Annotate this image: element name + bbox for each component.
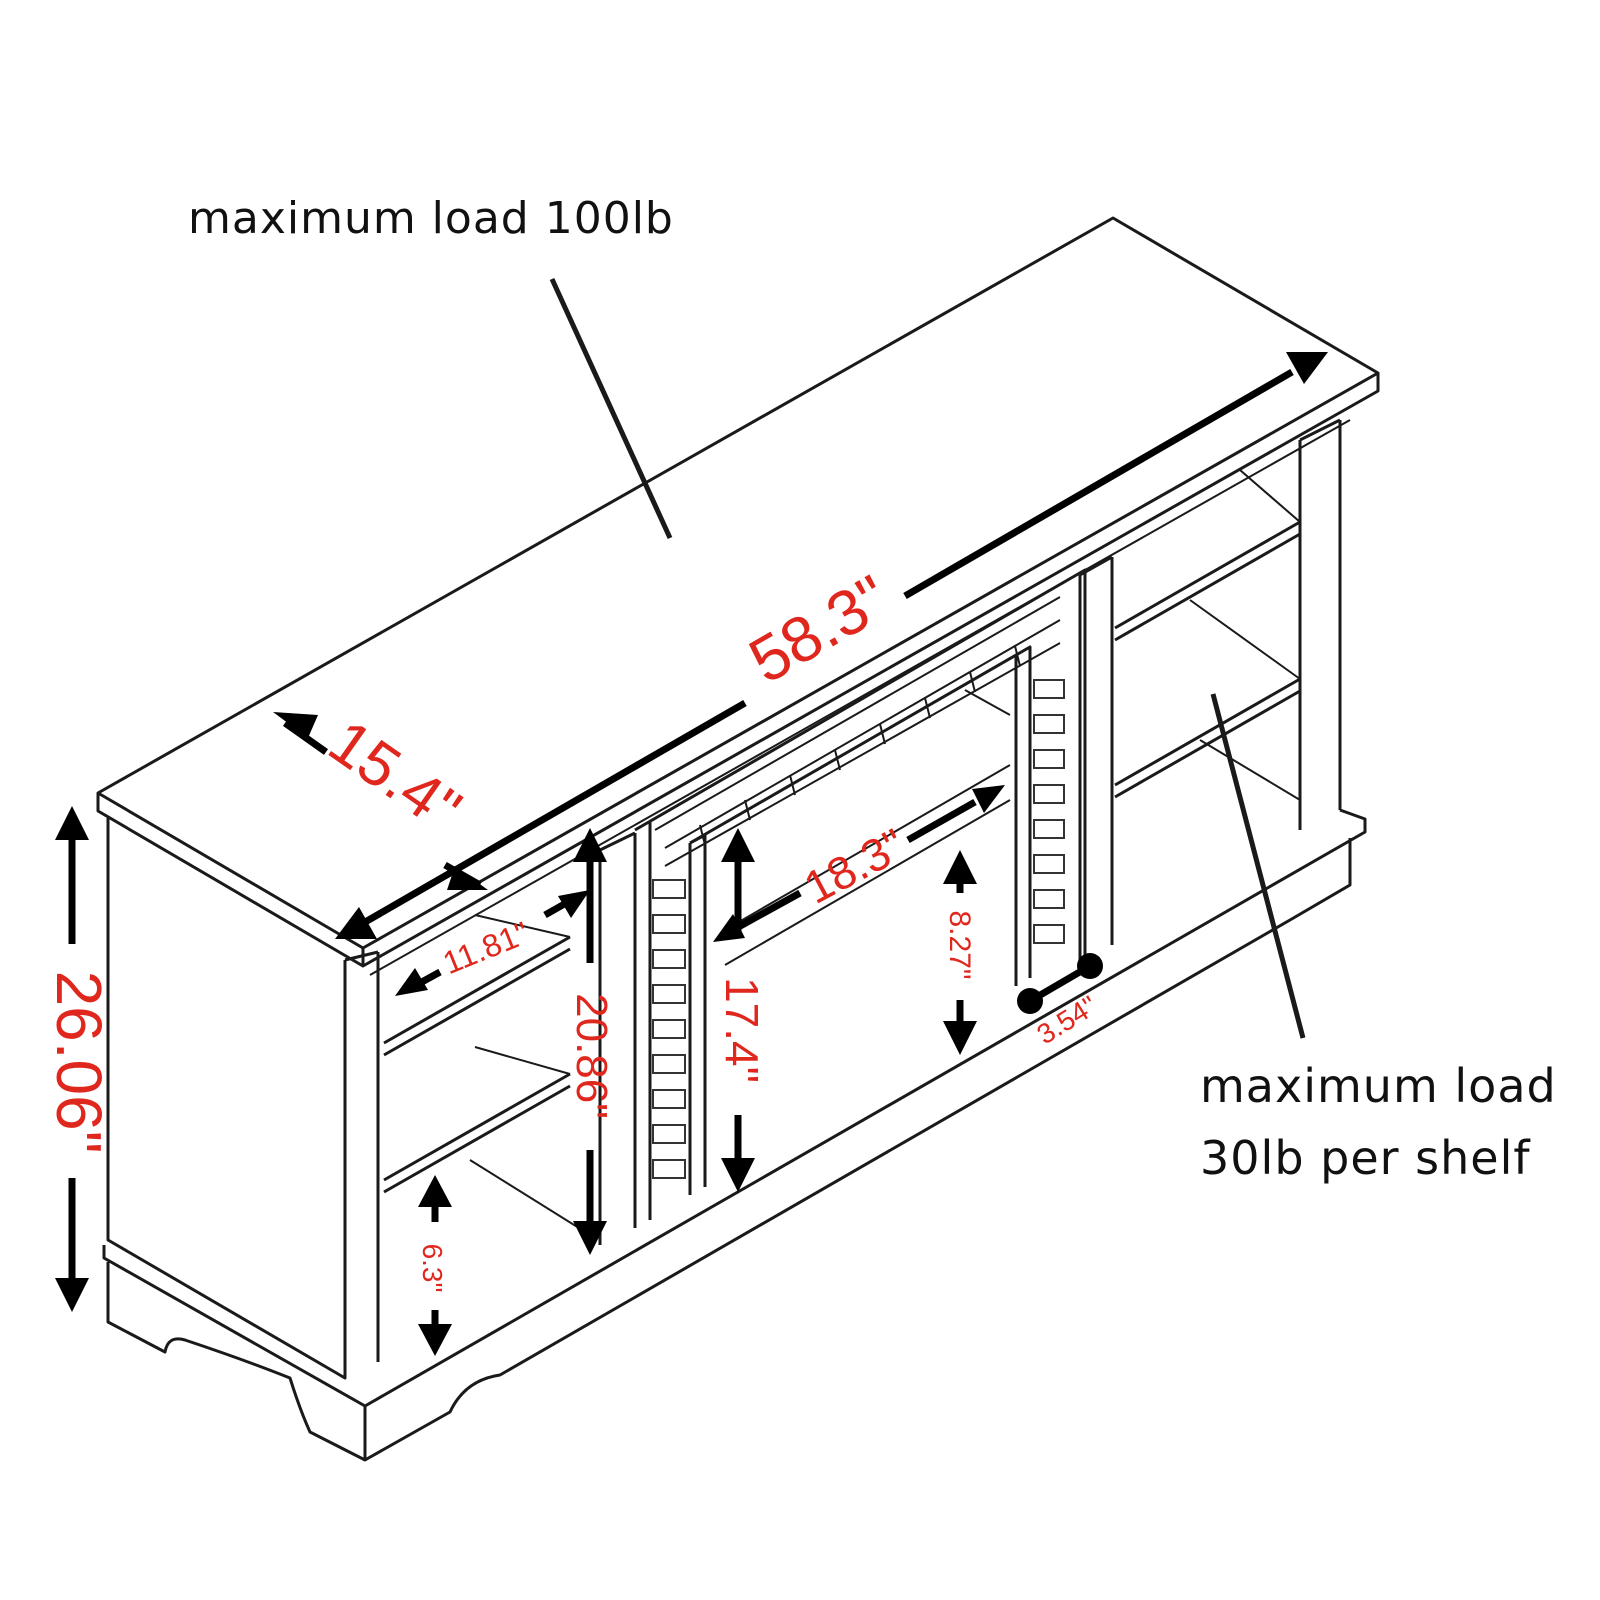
top-brick-band: [654, 596, 1061, 867]
height-arrow: [55, 806, 89, 1312]
top-edge-side: [96, 793, 364, 968]
depth-label: 15.4": [317, 707, 473, 845]
left-brick-column: [652, 879, 686, 1179]
left-shelf-top-side: [474, 914, 571, 1075]
fireplace-opening: [688, 645, 1032, 1195]
total-height-label: 26.06": [43, 971, 115, 1154]
fireplace-width-arrow: [713, 785, 1005, 942]
base-top: [102, 808, 1367, 1408]
fireplace-surround: [634, 568, 1087, 1220]
fireplace-inner-back: [724, 689, 1011, 966]
top-load-note: maximum load 100lb: [188, 193, 674, 244]
right-shelf-sides: [1189, 469, 1301, 801]
base-front: [363, 838, 1352, 1462]
base-side: [106, 1262, 366, 1462]
top-load-leader: [549, 277, 673, 540]
shelf-depth-label: 11.81": [438, 914, 534, 981]
side-cabinet-height-label: 20.86": [567, 993, 616, 1119]
fireplace-height-label: 17.4": [716, 977, 768, 1083]
fireplace-height-arrow: [721, 828, 755, 1192]
recess-arrow: [1028, 962, 1092, 1005]
shelf-load-note-line2: 30lb per shelf: [1200, 1131, 1531, 1185]
depth-arrow: [273, 712, 488, 890]
left-shelf-upper: [383, 935, 571, 1057]
recess-height-arrow: [943, 850, 977, 1055]
right-divider-post: [1078, 555, 1114, 965]
fireplace-width-label: 18.3": [796, 818, 914, 914]
left-side-panel: [106, 818, 347, 1380]
left-cabinet-back: [469, 1159, 596, 1239]
left-shelf-lower: [383, 1072, 571, 1194]
front-left-post: [343, 950, 380, 1378]
front-right-post: [1298, 418, 1342, 830]
left-divider-post: [598, 831, 637, 1245]
right-brick-column: [1033, 679, 1065, 944]
top-apron: [369, 419, 1351, 976]
right-shelf-upper: [1114, 520, 1301, 642]
shelf-load-note-line1: maximum load: [1200, 1059, 1557, 1113]
shelf-depth-arrow: [395, 890, 590, 996]
side-height-arrow: [573, 828, 607, 1255]
bottom-shelf-clearance-label: 6.3": [417, 1244, 448, 1293]
recess-height-label: 8.27": [943, 910, 976, 979]
width-arrow: [335, 352, 1328, 939]
shelf-load-leader: [1210, 693, 1306, 1039]
bottom-clearance-arrow: [418, 1175, 452, 1356]
right-shelf-lower: [1114, 677, 1301, 799]
shelf-load-note: maximum load 30lb per shelf: [1200, 1050, 1557, 1194]
cabinet-drawing: [96, 216, 1380, 1462]
